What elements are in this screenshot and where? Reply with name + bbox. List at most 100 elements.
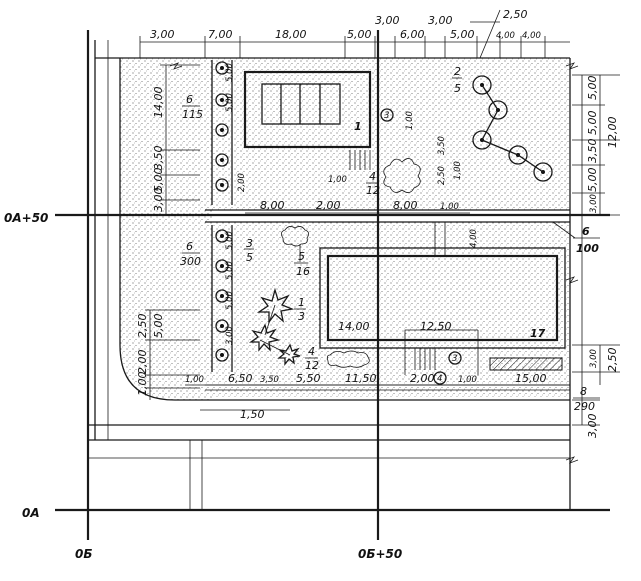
break-marks — [169, 62, 579, 464]
dim-top-3-00b: 3,00 — [375, 14, 400, 27]
tree-row-lower — [211, 225, 233, 372]
marker-6-300-den: 300 — [180, 255, 201, 268]
marker-1-3-den: 3 — [298, 310, 305, 323]
building-17 — [319, 222, 566, 375]
dim-left-5-00b: 5,00 — [152, 314, 165, 339]
axis-label-0b: 0Б — [75, 547, 93, 561]
marker-5-16-num: 5 — [298, 250, 305, 263]
circle-marker-4 — [433, 371, 447, 385]
dim-v-3-50: 3,50 — [437, 136, 447, 155]
shrub-group-top — [281, 158, 421, 368]
dim-tree-5-00e: 5,00 — [225, 291, 235, 310]
dim-bottom-1-00: 1,00 — [185, 375, 204, 385]
dim-right-5-00c: 5,00 — [586, 168, 599, 193]
dim-right-3-50: 3,50 — [586, 139, 599, 164]
dim-bottom-3-50: 3,50 — [260, 375, 279, 385]
circle-4-label: 4 — [437, 374, 442, 384]
star-trees — [248, 287, 301, 366]
dim-tree-5-00c: 5,00 — [225, 231, 235, 250]
dim-left-2-00: 2,00 — [136, 350, 149, 375]
dim-top-18-00: 18,00 — [275, 28, 307, 41]
dim-top-4-00: 4,00 — [496, 31, 515, 41]
marker-1-3-num: 1 — [298, 296, 305, 309]
dim-v-1-00: 1,00 — [405, 111, 415, 130]
axis-label-0a50: 0А+50 — [4, 211, 48, 225]
dim-v-2-50: 2,50 — [437, 166, 447, 185]
axis-lines — [55, 30, 610, 540]
dim-inner-12-50: 12,50 — [420, 320, 452, 333]
dim-top-3-00c: 3,00 — [428, 14, 453, 27]
marker-6-100-num: 6 — [582, 225, 590, 238]
dim-tree-5-00d: 5,00 — [225, 261, 235, 280]
marker-6-115-den: 115 — [182, 108, 203, 121]
dim-bottom-11-50: 11,50 — [345, 372, 377, 385]
dim-left-5-00: 5,00 — [152, 168, 165, 193]
marker-6-115-num: 6 — [186, 93, 193, 106]
dim-bottom-1-00b: 1,00 — [458, 375, 477, 385]
dim-bottom-6-50: 6,50 — [228, 372, 253, 385]
building-17-label: 17 — [530, 327, 546, 340]
dim-v-1-00b: 1,00 — [453, 161, 463, 180]
marker-5-16 — [294, 244, 308, 264]
dim-bottom-1-50: 1,50 — [240, 408, 265, 421]
circle-marker-3-top — [380, 108, 394, 122]
dim-top-7-00: 7,00 — [208, 28, 233, 41]
building-1-label: 1 — [354, 120, 362, 133]
marker-4-12-lower-den: 12 — [305, 359, 319, 372]
dim-right-5-00: 5,00 — [586, 76, 599, 101]
dim-mid-1-00: 1,00 — [440, 202, 459, 212]
marker-2-5-num: 2 — [454, 65, 461, 78]
marker-8-290-den: 290 — [574, 400, 595, 413]
dim-right-3-00c: 3,00 — [586, 414, 599, 439]
marker-3-5-den: 5 — [246, 251, 253, 264]
dim-tree-3-00: 3,00 — [225, 326, 235, 345]
tree-row-upper — [211, 60, 233, 205]
circle-marker-3-bottom — [448, 351, 462, 365]
dim-right-3-00: 3,00 — [589, 194, 599, 213]
dim-v-2-00: 2,00 — [237, 173, 247, 192]
dim-left-14-00: 14,00 — [152, 87, 165, 119]
dim-tree-5-00b: 5,00 — [225, 93, 235, 112]
dim-top-4-00b: 4,00 — [522, 31, 541, 41]
dim-left-3-50: 3,50 — [152, 146, 165, 171]
dim-left-2-50: 2,50 — [136, 314, 149, 339]
building-1 — [243, 70, 372, 170]
dim-bottom-2-00: 2,00 — [410, 372, 435, 385]
dim-top-5-00: 5,00 — [347, 28, 372, 41]
marker-5-16-den: 16 — [296, 265, 310, 278]
dim-h-1-00: 1,00 — [328, 175, 347, 185]
marker-6-100-den: 100 — [576, 242, 599, 255]
marker-2-5-den: 5 — [454, 82, 461, 95]
dim-right-3-00b: 3,00 — [589, 349, 599, 368]
dim-left-3-00: 3,00 — [152, 188, 165, 213]
marker-6-300-num: 6 — [186, 240, 193, 253]
dim-inner-14-00: 14,00 — [338, 320, 370, 333]
dim-top-2-50: 2,50 — [503, 8, 528, 21]
marker-4-12-upper-num: 4 — [369, 170, 376, 183]
right-dimension-chain — [572, 74, 620, 426]
tree-chain-right — [472, 75, 553, 182]
dim-top-5-00b: 5,00 — [450, 28, 475, 41]
axis-label-0b50: 0Б+50 — [358, 547, 402, 561]
circle-3-top-label: 3 — [384, 111, 389, 121]
dim-left-1-00: 1,00 — [136, 372, 149, 397]
dim-tree-5-00a: 5,00 — [225, 63, 235, 82]
circle-3-bottom-label: 3 — [452, 354, 457, 364]
marker-6-100 — [552, 221, 600, 239]
marker-8-290-num: 8 — [580, 385, 587, 398]
dim-bottom-15-00: 15,00 — [515, 372, 547, 385]
dim-mid-8-00: 8,00 — [260, 199, 285, 212]
dim-right-12-00: 12,00 — [606, 117, 619, 149]
dim-bottom-5-50: 5,50 — [296, 372, 321, 385]
block-outline — [88, 40, 571, 510]
hatched-strip — [489, 357, 563, 371]
marker-4-12-lower-num: 4 — [308, 345, 315, 358]
dim-right-5-00b: 5,00 — [586, 111, 599, 136]
marker-3-5-num: 3 — [246, 237, 253, 250]
left-dimension-chain — [145, 64, 200, 400]
dim-mid-4-00: 4,00 — [469, 229, 479, 248]
dim-top-6-00: 6,00 — [400, 28, 425, 41]
dim-mid-2-00: 2,00 — [316, 199, 341, 212]
marker-4-12-upper-den: 12 — [366, 184, 380, 197]
